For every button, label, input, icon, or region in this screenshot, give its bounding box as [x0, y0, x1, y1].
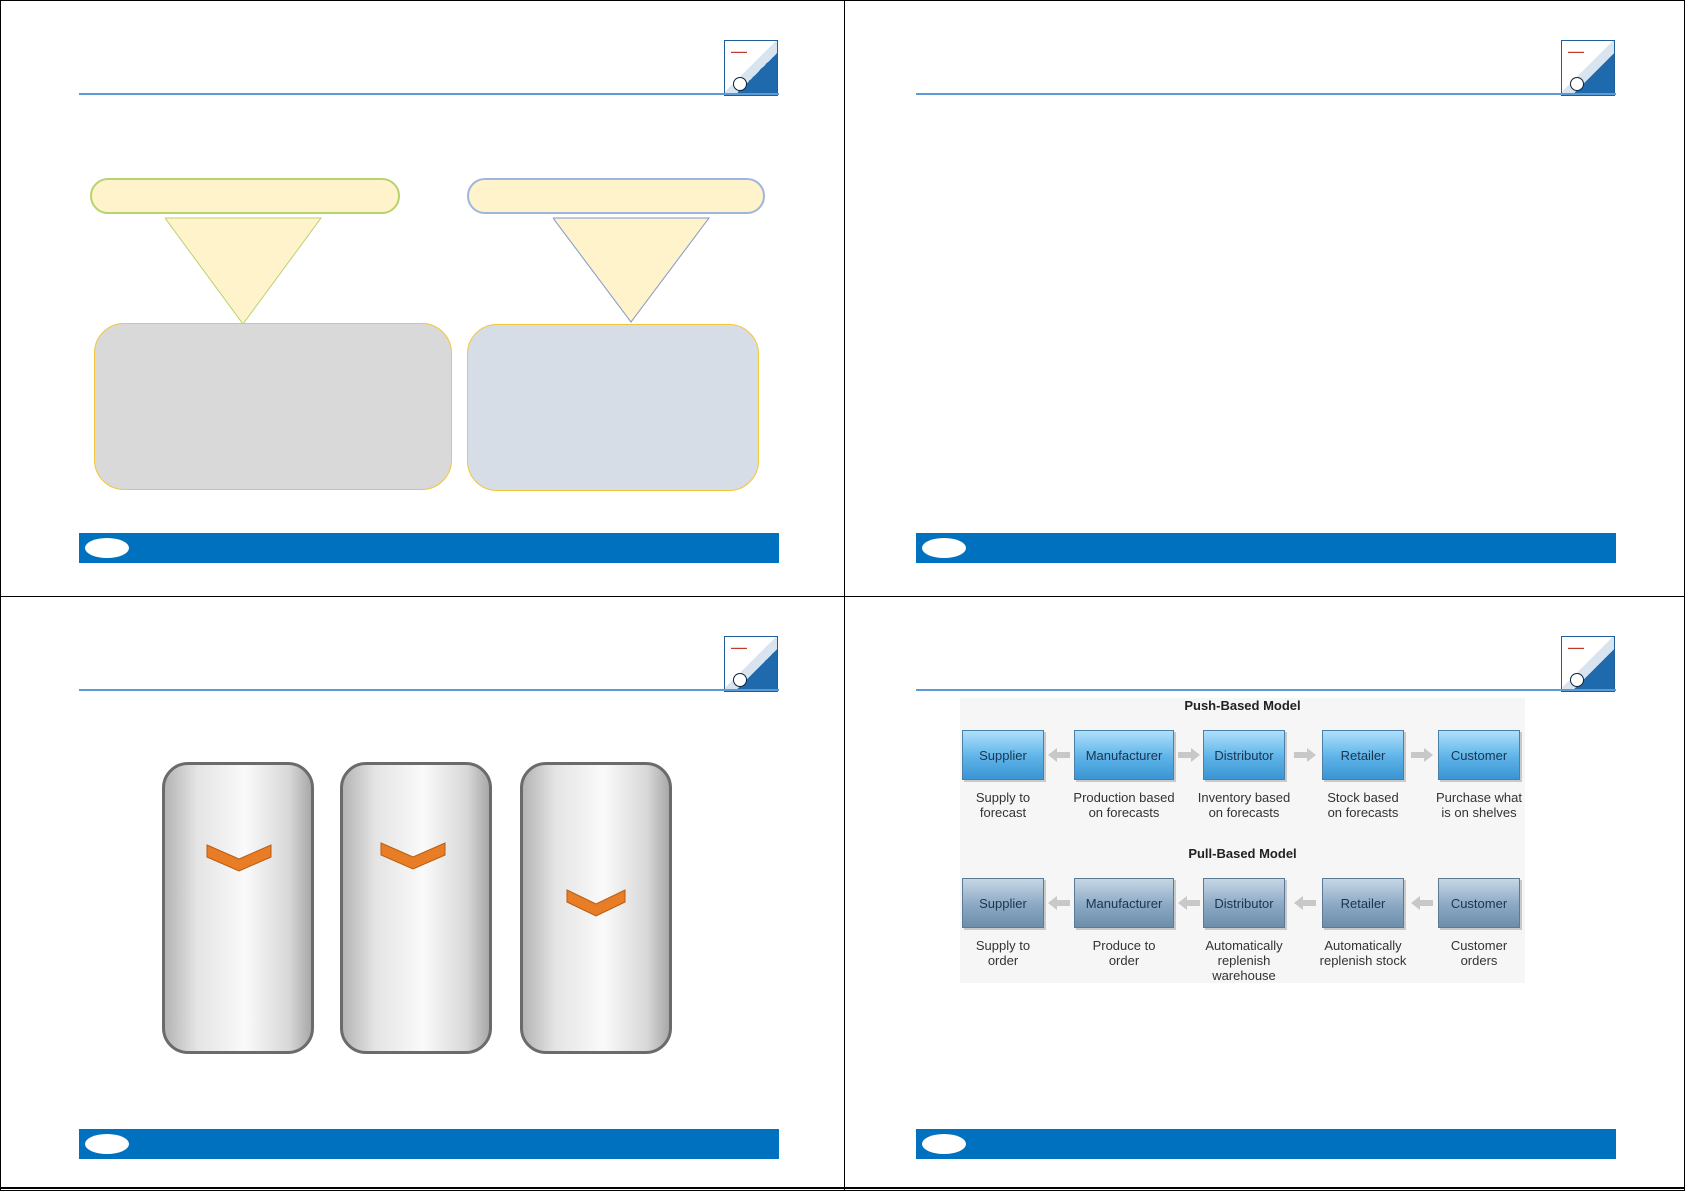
- push-node-customer: Customer: [1438, 730, 1520, 780]
- column-panel-2: [340, 762, 492, 1054]
- push-arrow-left-icon: [1048, 748, 1070, 762]
- page-number-oval: [922, 538, 966, 558]
- right-funnel-triangle: [553, 217, 710, 323]
- publisher-book-logo: ▬▬▬▬: [1561, 636, 1615, 692]
- chevron-down-icon: [206, 844, 272, 872]
- slide-1: ▬▬▬▬: [2, 2, 842, 594]
- push-node-manufacturer: Manufacturer: [1074, 730, 1174, 780]
- footer-bar: [916, 533, 1616, 563]
- footer-bar: [79, 1129, 779, 1159]
- publisher-book-logo: ▬▬▬▬: [724, 636, 778, 692]
- publisher-book-logo: ▬▬▬▬: [1561, 40, 1615, 96]
- chevron-down-icon: [566, 889, 626, 917]
- slide-3: ▬▬▬▬: [2, 598, 842, 1190]
- pull-arrow-left-icon: [1178, 896, 1200, 910]
- publisher-book-logo: ▬▬▬▬: [724, 40, 778, 96]
- push-model-title: Push-Based Model: [1184, 698, 1301, 713]
- pull-arrow-left-icon: [1048, 896, 1070, 910]
- pull-node-distributor: Distributor: [1203, 878, 1285, 928]
- pull-node-supplier: Supplier: [962, 878, 1044, 928]
- left-funnel-triangle: [165, 217, 322, 325]
- page-number-oval: [85, 1134, 129, 1154]
- title-rule: [79, 689, 779, 691]
- pull-arrow-left-icon: [1294, 896, 1316, 910]
- push-pull-diagram: Push-Based Model Supplier Manufacturer D…: [960, 698, 1525, 983]
- page-number-oval: [922, 1134, 966, 1154]
- push-arrow-right-icon: [1178, 748, 1200, 762]
- push-node-distributor: Distributor: [1203, 730, 1285, 780]
- pull-node-customer: Customer: [1438, 878, 1520, 928]
- column-panel-1: [162, 762, 314, 1054]
- left-header-pill: [90, 178, 400, 214]
- title-rule: [916, 93, 1616, 95]
- left-content-box: [94, 323, 452, 490]
- push-arrow-right-icon: [1294, 748, 1316, 762]
- footer-bar: [79, 533, 779, 563]
- push-arrow-right-icon: [1411, 748, 1433, 762]
- title-rule: [916, 689, 1616, 691]
- footer-bar: [916, 1129, 1616, 1159]
- pull-arrow-left-icon: [1411, 896, 1433, 910]
- chevron-down-icon: [380, 842, 446, 870]
- right-header-pill: [467, 178, 765, 214]
- push-node-retailer: Retailer: [1322, 730, 1404, 780]
- bottom-divider: [0, 1187, 1685, 1189]
- vertical-divider: [844, 0, 845, 1191]
- horizontal-divider: [0, 596, 1685, 597]
- title-rule: [79, 93, 779, 95]
- pull-node-manufacturer: Manufacturer: [1074, 878, 1174, 928]
- pull-node-retailer: Retailer: [1322, 878, 1404, 928]
- slide-4: ▬▬▬▬: [839, 598, 1679, 1190]
- pull-model-title: Pull-Based Model: [1188, 846, 1297, 861]
- slide-2: ▬▬▬▬: [839, 2, 1679, 594]
- column-panel-3: [520, 762, 672, 1054]
- page-number-oval: [85, 538, 129, 558]
- push-node-supplier: Supplier: [962, 730, 1044, 780]
- right-content-box: [467, 324, 759, 491]
